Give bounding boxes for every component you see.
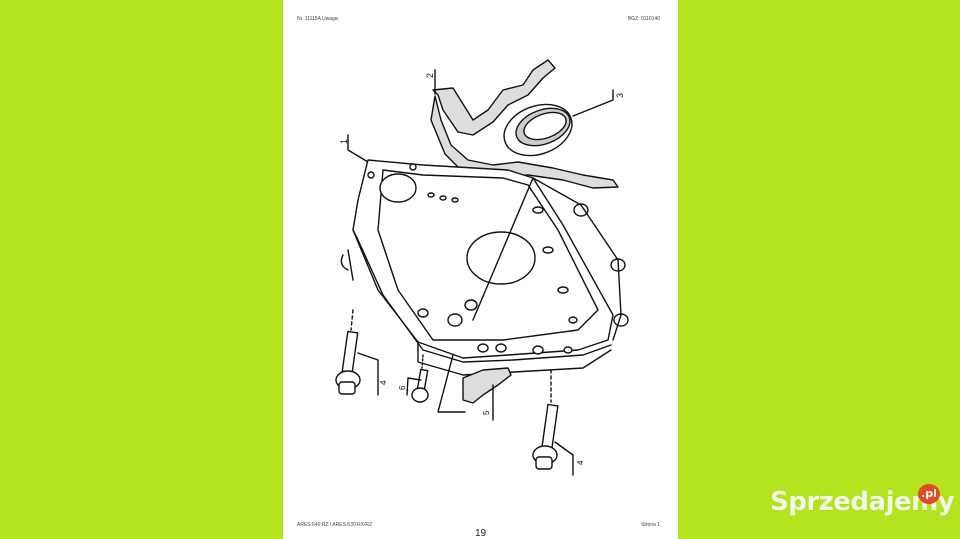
header-left-text: Nr. 11115A Uwaga:	[297, 16, 339, 22]
svg-text:1: 1	[339, 139, 349, 144]
svg-text:4: 4	[379, 380, 388, 385]
page-number: 19	[474, 528, 487, 539]
header-right-text: BGZ: 0110140	[627, 16, 660, 22]
svg-text:2: 2	[425, 73, 435, 78]
watermark-badge: .pl	[918, 484, 940, 504]
footer-page-label: Strona 1	[641, 522, 660, 528]
svg-text:6: 6	[398, 385, 407, 390]
svg-text:5: 5	[482, 410, 491, 415]
svg-text:3: 3	[615, 93, 625, 98]
document-page: Nr. 11115A Uwaga: BGZ: 0110140 2 3 1	[283, 0, 678, 539]
exploded-parts-diagram: 2 3 1	[335, 59, 629, 476]
svg-text:4: 4	[576, 460, 585, 465]
footer-model-text: ARES 640 RZ / ARES 630 RX/RZ	[297, 522, 373, 528]
